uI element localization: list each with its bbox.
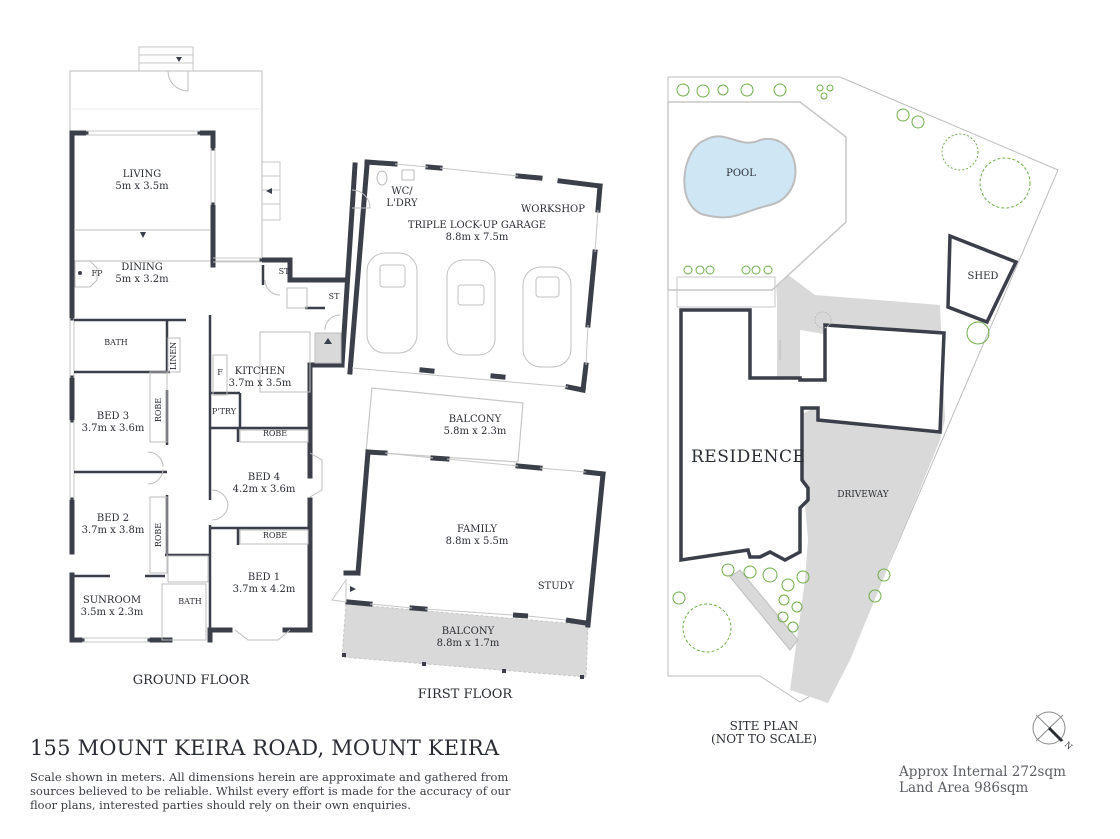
residence-label: RESIDENCE [691, 447, 806, 467]
area-summary: Approx Internal 272sqm Land Area 986sqm [899, 764, 1066, 796]
disclaimer-text: Scale shown in meters. All dimensions he… [30, 770, 511, 812]
driveway-label: DRIVEWAY [837, 490, 889, 500]
fireplace-label: FP [91, 269, 103, 278]
room-label-bath: BATH [104, 338, 128, 347]
linen-label: LINEN [169, 341, 178, 371]
storage-label: ST [278, 267, 290, 276]
site-plan [667, 76, 1066, 745]
first-floor-plan [331, 387, 606, 679]
room-label-study: STUDY [537, 581, 575, 592]
robe-label: ROBE [154, 522, 163, 548]
room-label-workshop: WORKSHOP [521, 204, 585, 215]
robe-label: ROBE [154, 397, 163, 423]
room-label-wc-laundry: WC/L'DRY [386, 186, 418, 209]
property-address: 155 MOUNT KEIRA ROAD, MOUNT KEIRA [30, 736, 500, 760]
first-floor-title: FIRST FLOOR [417, 687, 513, 702]
fridge-label: F [217, 368, 223, 377]
tree-icon [672, 83, 1031, 653]
pool-label: POOL [726, 168, 756, 179]
robe-label: ROBE [262, 531, 288, 540]
car-icon [366, 252, 572, 368]
ground-floor-plan [69, 46, 358, 643]
ground-floor-title: GROUND FLOOR [132, 673, 250, 688]
robe-label: ROBE [262, 429, 288, 438]
storage-label: ST [328, 292, 340, 301]
garage-plan [347, 159, 603, 393]
pantry-label: P'TRY [212, 407, 236, 416]
arrow-icon [176, 57, 182, 62]
shed-label: SHED [967, 271, 999, 282]
land-area: Land Area 986sqm [899, 780, 1029, 796]
room-label-bath: BATH [178, 597, 202, 606]
compass-icon [1032, 711, 1066, 745]
approx-internal-area: Approx Internal 272sqm [899, 764, 1066, 780]
site-plan-title: SITE PLAN (NOT TO SCALE) [711, 719, 817, 746]
